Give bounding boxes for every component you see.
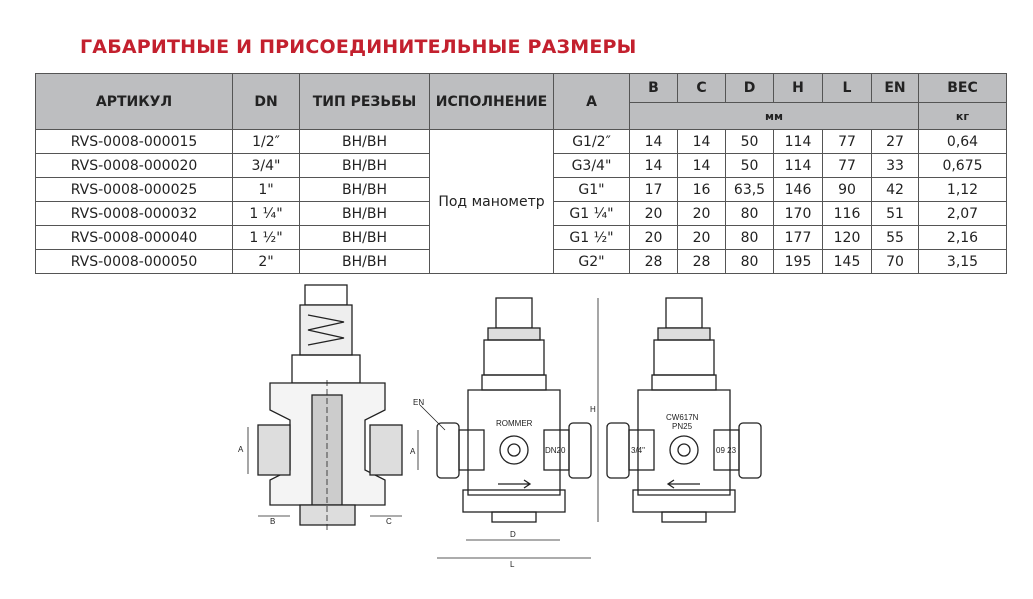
cell-l: 145 <box>822 249 872 274</box>
dim-h-label: H <box>590 405 596 414</box>
cell-a: G1" <box>553 177 630 202</box>
cell-thread: ВН/ВН <box>299 177 430 202</box>
cell-weight: 2,16 <box>918 225 1007 250</box>
cell-c: 20 <box>677 201 726 226</box>
cell-b: 28 <box>629 249 678 274</box>
cell-b: 14 <box>629 129 678 154</box>
cell-h: 170 <box>773 201 823 226</box>
dimensions-table: АРТИКУЛ DN ТИП РЕЗЬБЫ ИСПОЛНЕНИЕ A B C D… <box>35 73 1007 274</box>
cell-a: G2" <box>553 249 630 274</box>
material-mark: CW617N <box>666 413 699 422</box>
cell-en: 27 <box>871 129 919 154</box>
col-b: B <box>629 73 678 103</box>
cell-thread: ВН/ВН <box>299 201 430 226</box>
cell-h: 195 <box>773 249 823 274</box>
cell-article: RVS-0008-000040 <box>35 225 233 250</box>
col-c: C <box>677 73 726 103</box>
dim-en-label: EN <box>413 398 424 407</box>
section-view-drawing <box>247 284 403 530</box>
cell-a: G1/2″ <box>553 129 630 154</box>
unit-kg: кг <box>918 102 1007 130</box>
size-mark: 3/4" <box>631 446 645 455</box>
cell-article: RVS-0008-000025 <box>35 177 233 202</box>
cell-dn: 2" <box>232 249 300 274</box>
col-h: H <box>773 73 823 103</box>
rear-view-drawing <box>606 297 762 523</box>
cell-weight: 1,12 <box>918 177 1007 202</box>
dn-mark: DN20 <box>545 446 566 455</box>
cell-l: 90 <box>822 177 872 202</box>
dim-l-label: L <box>510 560 515 569</box>
cell-en: 33 <box>871 153 919 178</box>
cell-weight: 3,15 <box>918 249 1007 274</box>
dim-a2-label: A <box>410 447 416 456</box>
cell-b: 14 <box>629 153 678 178</box>
cell-b: 20 <box>629 201 678 226</box>
col-a: A <box>553 73 630 130</box>
dim-b-label: B <box>270 517 275 526</box>
cell-article: RVS-0008-000050 <box>35 249 233 274</box>
col-version: ИСПОЛНЕНИЕ <box>429 73 554 130</box>
unit-mm: мм <box>629 102 919 130</box>
dim-c-label: C <box>386 517 392 526</box>
dim-a-label: A <box>238 445 244 454</box>
cell-a: G3/4" <box>553 153 630 178</box>
brand-mark: ROMMER <box>496 419 533 428</box>
cell-thread: ВН/ВН <box>299 249 430 274</box>
front-view-drawing <box>417 297 599 559</box>
date-mark: 09 23 <box>716 446 737 455</box>
col-dn: DN <box>232 73 300 130</box>
cell-d: 80 <box>725 225 774 250</box>
cell-c: 20 <box>677 225 726 250</box>
cell-dn: 3/4" <box>232 153 300 178</box>
col-l: L <box>822 73 872 103</box>
cell-article: RVS-0008-000032 <box>35 201 233 226</box>
cell-weight: 2,07 <box>918 201 1007 226</box>
col-weight: ВЕС <box>918 73 1007 103</box>
dim-d-label: D <box>510 530 516 539</box>
cell-d: 63,5 <box>725 177 774 202</box>
cell-b: 20 <box>629 225 678 250</box>
cell-en: 51 <box>871 201 919 226</box>
cell-d: 80 <box>725 201 774 226</box>
cell-article: RVS-0008-000015 <box>35 129 233 154</box>
cell-version: Под манометр <box>429 129 554 274</box>
cell-l: 120 <box>822 225 872 250</box>
cell-c: 28 <box>677 249 726 274</box>
page-title: ГАБАРИТНЫЕ И ПРИСОЕДИНИТЕЛЬНЫЕ РАЗМЕРЫ <box>80 36 637 58</box>
cell-c: 14 <box>677 153 726 178</box>
cell-weight: 0,675 <box>918 153 1007 178</box>
col-thread: ТИП РЕЗЬБЫ <box>299 73 430 130</box>
cell-c: 16 <box>677 177 726 202</box>
cell-d: 80 <box>725 249 774 274</box>
cell-en: 70 <box>871 249 919 274</box>
cell-h: 146 <box>773 177 823 202</box>
pressure-mark: PN25 <box>672 422 693 431</box>
